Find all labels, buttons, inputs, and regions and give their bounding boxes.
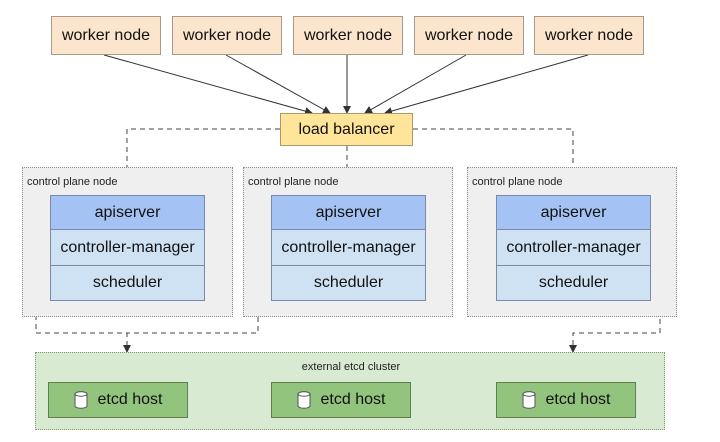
control-plane-node-3: control plane node apiserver controller-… bbox=[467, 167, 677, 317]
controller-manager: controller-manager bbox=[51, 230, 204, 266]
etcd-cluster-label: external etcd cluster bbox=[301, 361, 401, 373]
worker-1-to-lb-arrow bbox=[103, 54, 313, 115]
etcd-host-2: etcd host bbox=[271, 382, 411, 418]
etcd-host-3: etcd host bbox=[496, 382, 636, 418]
control-plane-label: control plane node bbox=[27, 176, 118, 188]
worker-5-to-lb-arrow bbox=[384, 54, 589, 115]
worker-node-3: worker node bbox=[293, 16, 403, 55]
etcd-host-label: etcd host bbox=[545, 391, 611, 408]
worker-node-2: worker node bbox=[172, 16, 282, 55]
component-stack: apiserver controller-manager scheduler bbox=[496, 195, 651, 301]
control-plane-node-1: control plane node apiserver controller-… bbox=[22, 167, 233, 317]
etcd-host-label: etcd host bbox=[97, 391, 163, 408]
database-icon bbox=[522, 391, 536, 409]
worker-node-1: worker node bbox=[51, 16, 161, 55]
component-stack: apiserver controller-manager scheduler bbox=[271, 195, 426, 301]
worker-node-5: worker node bbox=[534, 16, 644, 55]
scheduler: scheduler bbox=[497, 266, 650, 300]
controller-manager: controller-manager bbox=[272, 230, 425, 266]
external-etcd-cluster: external etcd cluster etcd host etcd hos… bbox=[35, 352, 665, 430]
etcd-host-1: etcd host bbox=[48, 382, 188, 418]
control-plane-node-2: control plane node apiserver controller-… bbox=[243, 167, 453, 317]
scheduler: scheduler bbox=[272, 266, 425, 300]
control-plane-label: control plane node bbox=[472, 176, 563, 188]
database-icon bbox=[297, 391, 311, 409]
worker-2-to-lb-arrow bbox=[225, 54, 331, 114]
scheduler: scheduler bbox=[51, 266, 204, 300]
controller-manager: controller-manager bbox=[497, 230, 650, 266]
etcd-host-label: etcd host bbox=[320, 391, 386, 408]
worker-node-4: worker node bbox=[414, 16, 524, 55]
component-stack: apiserver controller-manager scheduler bbox=[50, 195, 205, 301]
cp-3-etcd-loop bbox=[569, 211, 661, 353]
load-balancer: load balancer bbox=[280, 113, 413, 146]
apiserver: apiserver bbox=[497, 196, 650, 230]
apiserver: apiserver bbox=[272, 196, 425, 230]
control-plane-label: control plane node bbox=[248, 176, 339, 188]
database-icon bbox=[74, 391, 88, 409]
apiserver: apiserver bbox=[51, 196, 204, 230]
lb-to-api-1-line bbox=[126, 128, 280, 195]
worker-4-to-lb-arrow bbox=[364, 54, 467, 114]
